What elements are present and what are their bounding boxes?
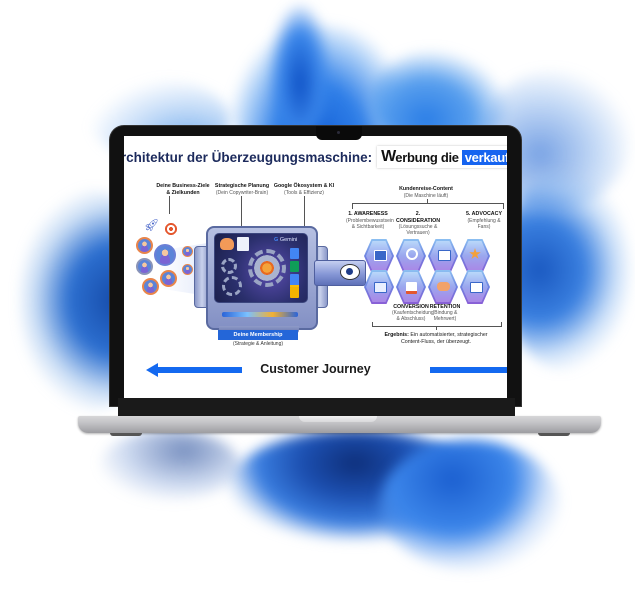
- google-keep-icon: [290, 287, 299, 298]
- brand-logo: W erbung die verkauft: [377, 146, 507, 168]
- arrow-right-icon: [430, 367, 507, 373]
- brand-highlight: verkauft: [461, 149, 507, 165]
- gemini-logo: G Gemini: [274, 237, 298, 243]
- customer-avatar-icon: [182, 264, 193, 275]
- powder-splash: [380, 440, 560, 570]
- laptop-base: [78, 416, 601, 433]
- stage-advocacy-label: 5. ADVOCACY(Empfehlung & Fans): [465, 211, 502, 230]
- machine-status-strip: [222, 312, 298, 317]
- leader-line: [304, 196, 305, 234]
- gear-icon: [221, 258, 237, 274]
- customer-avatar-icon: [160, 270, 177, 287]
- laptop-bezel: [118, 398, 515, 416]
- image-icon: [374, 250, 387, 261]
- powder-splash: [500, 170, 630, 370]
- mail-icon: [438, 250, 451, 261]
- membership-badge: Deine Membership: [218, 330, 298, 340]
- page-title: Architektur der Überzeugungsmaschine:: [124, 149, 373, 165]
- laptop-screen: Architektur der Überzeugungsmaschine: W …: [124, 136, 507, 398]
- brand-w-mark: W: [381, 148, 396, 165]
- laptop-foot: [538, 433, 570, 436]
- journey-bracket: [352, 199, 504, 209]
- main-gear-icon: [248, 249, 286, 287]
- powder-splash: [100, 430, 240, 500]
- result-bracket: [372, 322, 502, 330]
- business-goals-label: Deine Business-Ziele& Zielkunden: [156, 183, 210, 196]
- google-sheets-icon: [290, 261, 299, 272]
- arrow-left-icon: [146, 363, 242, 377]
- customer-avatar-icon: [136, 237, 153, 254]
- handshake-icon: [437, 282, 450, 291]
- membership-subtitle: (Strategie & Anleitung): [232, 341, 284, 347]
- star-icon: [469, 248, 481, 259]
- target-icon: [164, 222, 178, 236]
- stage-awareness-label: 1. AWARENESS(Problembewusstsein & Sichtb…: [346, 211, 394, 230]
- google-calendar-icon: [290, 274, 299, 288]
- stage-consideration-label: 2. CONSIDERATION(Lösungssuche & Vertraue…: [396, 211, 441, 237]
- journey-content-label: Kundenreise-Content(Die Maschine läuft): [399, 186, 453, 199]
- result-text: Ergebnis: Ein automatisierter, strategis…: [384, 332, 488, 345]
- powder-splash: [270, 5, 330, 135]
- customer-avatar-icon: [154, 244, 176, 266]
- laptop-foot: [110, 433, 142, 436]
- power-core-icon: [252, 253, 282, 283]
- customer-avatar-icon: [182, 246, 193, 257]
- eye-icon: [340, 264, 360, 280]
- laptop-opening-notch: [299, 416, 377, 422]
- google-ecosystem-label: Google Ökosystem & KI(Tools & Effizienz): [273, 183, 335, 196]
- search-icon: [406, 248, 418, 260]
- header: Architektur der Überzeugungsmaschine: W …: [124, 146, 507, 168]
- gear-icon: [222, 276, 242, 296]
- leader-line: [169, 196, 170, 214]
- camera-icon: [337, 131, 340, 134]
- google-docs-icon: [290, 248, 299, 259]
- leader-line: [241, 196, 242, 236]
- review-icon: [470, 282, 483, 293]
- cart-icon: [406, 282, 417, 294]
- webpage-icon: [374, 282, 387, 293]
- customer-journey-label: Customer Journey: [260, 362, 371, 376]
- brain-icon: [220, 238, 234, 250]
- brand-text: erbung die: [395, 149, 459, 165]
- customer-avatar-icon: [142, 278, 159, 295]
- strategy-chart-icon: [237, 237, 249, 251]
- rocket-icon: 🚀︎: [144, 218, 160, 232]
- robot-icon: [136, 258, 153, 275]
- strategic-planning-label: Strategische Planung(Dein Copywriter-Bra…: [214, 183, 270, 196]
